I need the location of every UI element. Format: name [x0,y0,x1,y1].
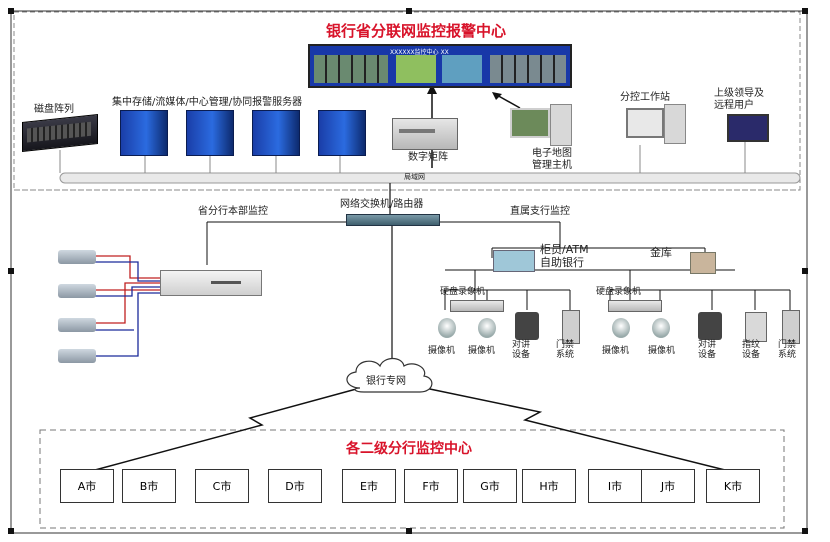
dvr-right-label: 硬盘录象机 [596,287,642,297]
vault-label: 金库 [650,246,672,259]
center-title: 银行省分联网监控报警中心 [326,22,507,40]
city-box-f: F市 [404,469,458,503]
city-box-i: I市 [588,469,642,503]
city-box-h: H市 [522,469,576,503]
selection-handle[interactable] [802,268,808,274]
server-icon [120,110,168,156]
selection-handle[interactable] [8,8,14,14]
camera-icon [58,250,96,264]
device-label: 摄像机 [468,346,496,356]
switch-label: 网络交换机/路由器 [340,199,424,210]
laptop-icon [727,114,769,142]
device-label: 摄像机 [648,346,676,356]
vault-icon [690,252,716,274]
device-label: 指纹 设备 [742,340,761,361]
selection-handle[interactable] [8,528,14,534]
emap-monitor-icon [510,108,550,138]
selection-handle[interactable] [802,528,808,534]
city-box-e: E市 [342,469,396,503]
access-control-icon [562,310,580,344]
disk-array-label: 磁盘阵列 [34,104,74,115]
secondary-centers-title: 各二级分行监控中心 [346,441,472,457]
dvr-left-label: 硬盘录象机 [440,287,486,297]
camera-dome-icon [478,318,496,338]
device-label: 对讲 设备 [698,340,717,361]
server-icon [252,110,300,156]
hq-dvr-icon [160,270,262,296]
cloud-shape [346,357,433,393]
matrix-icon [392,118,458,150]
selection-handle[interactable] [406,528,412,534]
device-label: 门禁 系统 [556,340,575,361]
server-icon [186,110,234,156]
lan-bar [59,172,801,184]
server-icon [318,110,366,156]
bottom-dashed-box [39,429,785,529]
selection-handle[interactable] [802,8,808,14]
camera-dome-icon [612,318,630,338]
private-network-label: 银行专网 [366,376,406,387]
workstation-label: 分控工作站 [620,92,670,103]
intercom-icon [515,312,539,340]
city-box-d: D市 [268,469,322,503]
device-label: 门禁 系统 [778,340,797,361]
emap-label: 电子地图 管理主机 [532,148,572,171]
camera-icon [58,318,96,332]
teller-label: 柜员/ATM 自助银行 [540,243,589,269]
device-label: 摄像机 [428,346,456,356]
workstation-tower-icon [664,104,686,144]
video-wall: XXXXXX监控中心 XX [308,44,572,88]
atm-icon [493,250,535,272]
camera-icon [58,284,96,298]
camera-dome-icon [438,318,456,338]
dvr-right-icon [608,300,662,312]
switch-icon [346,214,440,226]
city-box-k: K市 [706,469,760,503]
fingerprint-icon [745,312,767,342]
workstation-monitor-icon [626,108,664,138]
leaders-label: 上级领导及 远程用户 [714,88,764,111]
camera-icon [58,349,96,363]
matrix-label: 数字矩阵 [408,152,448,163]
servers-label: 集中存储/流媒体/中心管理/协同报警服务器 [112,97,303,108]
device-label: 摄像机 [602,346,630,356]
access-control-icon [782,310,800,344]
branch-monitor-label: 直属支行监控 [510,206,570,217]
dvr-left-icon [450,300,504,312]
hq-monitor-label: 省分行本部监控 [198,206,268,217]
intercom-icon [698,312,722,340]
device-label: 对讲 设备 [512,340,531,361]
city-box-a: A市 [60,469,114,503]
selection-handle[interactable] [8,268,14,274]
emap-tower-icon [550,104,572,146]
camera-dome-icon [652,318,670,338]
city-box-c: C市 [195,469,249,503]
city-box-b: B市 [122,469,176,503]
video-wall-screen-text: XXXXXX监控中心 XX [390,49,449,56]
lan-label: 局域网 [404,173,425,181]
selection-handle[interactable] [406,8,412,14]
city-box-g: G市 [463,469,517,503]
city-box-j: J市 [641,469,695,503]
